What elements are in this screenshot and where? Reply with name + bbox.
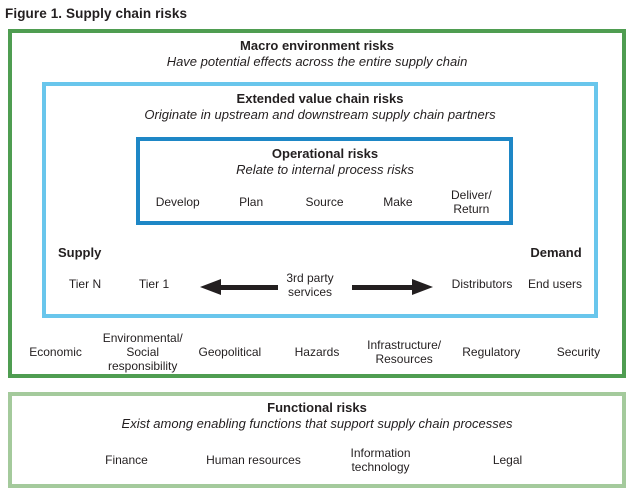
operational-risks-box	[136, 137, 513, 225]
functional-item-finance: Finance	[105, 453, 148, 467]
tier-n-label: Tier N	[68, 277, 102, 291]
macro-categories-row: Economic Environmental/ Social responsib…	[12, 331, 622, 373]
operational-risks-title: Operational risks	[271, 146, 379, 161]
arrow-right-icon	[352, 279, 433, 295]
macro-category-regulatory: Regulatory	[462, 345, 521, 359]
functional-item-legal: Legal	[492, 453, 523, 467]
operational-item-plan: Plan	[239, 195, 264, 209]
distributors-label: Distributors	[451, 277, 513, 291]
operational-item-source: Source	[305, 195, 344, 209]
functional-item-human-resources: Human resources	[206, 453, 301, 467]
functional-item-information-technology: Information technology	[350, 446, 411, 474]
extended-risks-subtitle: Originate in upstream and downstream sup…	[144, 107, 496, 122]
arrow-left-head	[200, 279, 221, 295]
macro-category-hazards: Hazards	[294, 345, 340, 359]
arrow-left-icon	[200, 279, 278, 295]
functional-items-row: Finance Human resources Information tech…	[63, 442, 571, 478]
operational-risks-subtitle: Relate to internal process risks	[236, 162, 414, 177]
operational-items-row: Develop Plan Source Make Deliver/ Return	[141, 182, 508, 222]
functional-risks-title: Functional risks	[267, 400, 367, 415]
figure-title: Figure 1. Supply chain risks	[5, 6, 188, 21]
macro-risks-box	[8, 29, 626, 378]
functional-risks-subtitle: Exist among enabling functions that supp…	[121, 416, 513, 431]
extended-risks-box	[42, 82, 598, 318]
arrow-left-shaft	[221, 284, 278, 290]
end-users-label: End users	[527, 277, 583, 291]
operational-item-develop: Develop	[155, 195, 200, 209]
functional-risks-box	[8, 392, 626, 488]
macro-category-security: Security	[556, 345, 601, 359]
macro-risks-title: Macro environment risks	[240, 38, 394, 53]
extended-risks-title: Extended value chain risks	[236, 91, 404, 106]
arrow-right-shaft	[352, 284, 412, 290]
operational-item-make: Make	[383, 195, 413, 209]
arrow-right-head	[412, 279, 433, 295]
macro-category-geopolitical: Geopolitical	[198, 345, 262, 359]
macro-risks-subtitle: Have potential effects across the entire…	[166, 54, 468, 69]
third-party-services-label: 3rd party services	[286, 271, 334, 299]
macro-category-economic: Economic	[29, 345, 82, 359]
macro-category-environmental-social: Environmental/ Social responsibility	[102, 331, 183, 373]
demand-label: Demand	[530, 245, 582, 260]
macro-category-infrastructure-resources: Infrastructure/ Resources	[367, 338, 442, 366]
operational-item-deliver-return: Deliver/ Return	[450, 188, 492, 216]
supply-label: Supply	[58, 245, 102, 260]
tier-1-label: Tier 1	[138, 277, 170, 291]
